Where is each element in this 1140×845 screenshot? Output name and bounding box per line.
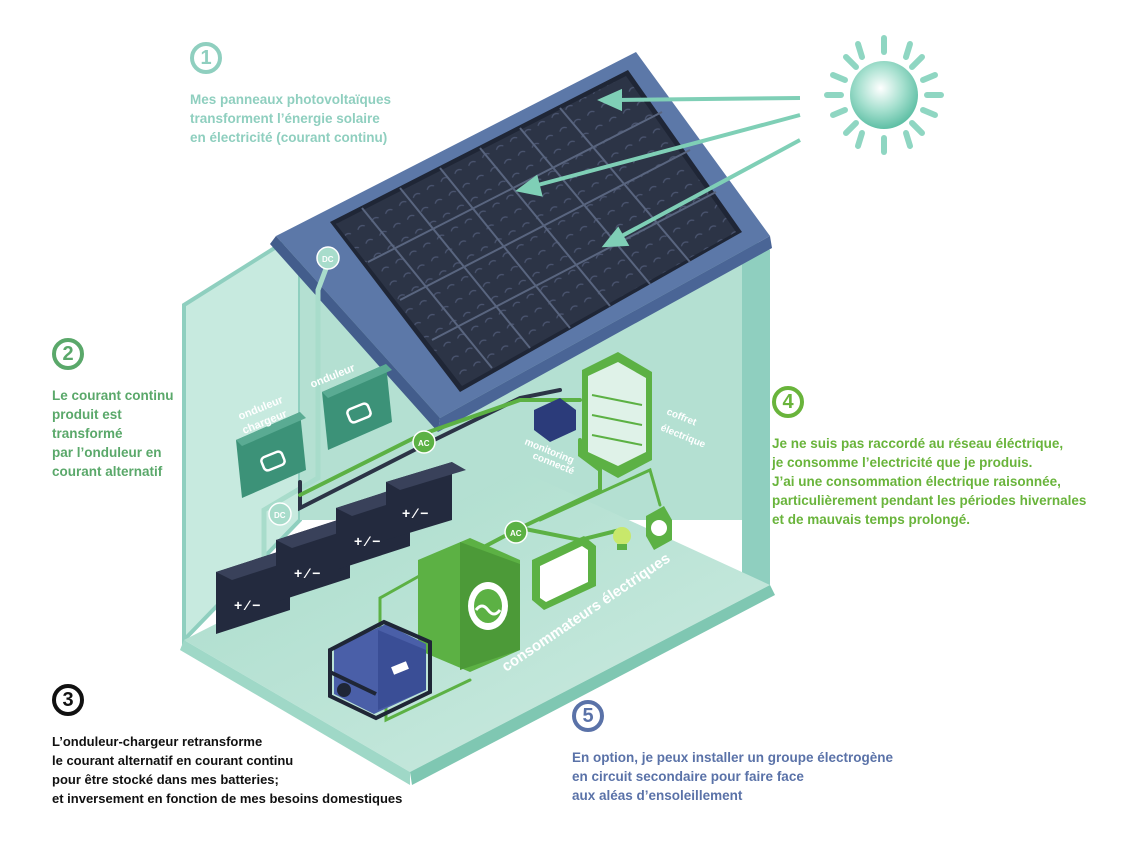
step-1: 1 Mes panneaux photovoltaïques transform… <box>190 42 391 147</box>
battery-terminal-label: + ⁄ − <box>402 505 428 521</box>
step-text-line: pour être stocké dans mes batteries; <box>52 772 279 787</box>
battery: + ⁄ − <box>386 462 466 540</box>
roof-edge <box>270 236 440 432</box>
step-text-line: L’onduleur-chargeur retransforme <box>52 734 263 749</box>
svg-text:AC: AC <box>418 439 430 448</box>
step-text-line: en électricité (courant continu) <box>190 130 388 145</box>
step-2: 2 Le courant continu produit est transfo… <box>52 338 174 481</box>
step-number: 5 <box>572 700 604 732</box>
step-text-line: le courant alternatif en courant continu <box>52 753 294 768</box>
step-number: 4 <box>772 386 804 418</box>
step-number: 3 <box>52 684 84 716</box>
panel-cells <box>336 76 736 386</box>
step-text-line: produit est <box>52 407 122 422</box>
right-wall <box>742 232 770 590</box>
thermostat-icon <box>646 506 672 550</box>
floor-edge-left <box>180 640 410 785</box>
step-number: 2 <box>52 338 84 370</box>
step-text-line: je consomme l’electricité que je produis… <box>772 455 1033 470</box>
battery-terminal-label: + ⁄ − <box>294 565 320 581</box>
solar-panel-array <box>330 70 742 392</box>
battery-bank: + ⁄ − + ⁄ − + ⁄ − + ⁄ − <box>216 462 466 634</box>
sun <box>824 35 944 155</box>
sunlight-arrows <box>515 88 801 248</box>
dc-badge-low: DC <box>268 502 292 526</box>
sun-rays <box>824 35 944 155</box>
step-4: 4 Je ne suis pas raccordé au réseau éléc… <box>772 386 1086 529</box>
step-number: 1 <box>190 42 222 74</box>
svg-text:AC: AC <box>510 529 522 538</box>
step-text-line: et de mauvais temps prolongé. <box>772 512 971 527</box>
step-3: 3 L’onduleur-chargeur retransforme le co… <box>52 684 402 808</box>
step-text-line: Je ne suis pas raccordé au réseau éléctr… <box>772 436 1064 451</box>
sun-disc <box>850 61 918 129</box>
step-text-line: en circuit secondaire pour faire face <box>572 769 804 784</box>
television <box>532 536 596 610</box>
panel-grid <box>361 107 717 369</box>
svg-text:DC: DC <box>322 255 334 264</box>
ac-badge-2: AC <box>504 520 528 544</box>
battery-terminal-label: + ⁄ − <box>234 597 260 613</box>
step-text-line: particulièrement pendant les périodes hi… <box>772 493 1087 508</box>
generator <box>328 619 432 721</box>
step-text-line: J’ai une consommation électrique raisonn… <box>772 474 1061 489</box>
step-text-line: Le courant continu <box>52 388 174 403</box>
light-bulb-icon <box>613 527 631 550</box>
inverter-charger: onduleur chargeur <box>236 394 306 498</box>
svg-text:DC: DC <box>274 511 286 520</box>
washing-machine <box>418 538 520 672</box>
step-text-line: transformé <box>52 426 123 441</box>
step-text-line: par l’onduleur en <box>52 445 162 460</box>
ac-badge-1: AC <box>412 430 436 454</box>
battery-terminal-label: + ⁄ − <box>354 533 380 549</box>
step-5: 5 En option, je peux installer un groupe… <box>572 700 893 805</box>
step-text-line: Mes panneaux photovoltaïques <box>190 92 392 107</box>
step-text-line: transforment l’énergie solaire <box>190 111 380 126</box>
step-text-line: courant alternatif <box>52 464 163 479</box>
floor-edge-right <box>410 585 775 785</box>
step-text-line: aux aléas d’ensoleillement <box>572 788 743 803</box>
roof-edge-right <box>438 236 772 432</box>
dc-badge-top: DC <box>316 246 340 270</box>
step-text-line: et inversement en fonction de mes besoin… <box>52 791 403 806</box>
step-text-line: En option, je peux installer un groupe é… <box>572 750 894 765</box>
